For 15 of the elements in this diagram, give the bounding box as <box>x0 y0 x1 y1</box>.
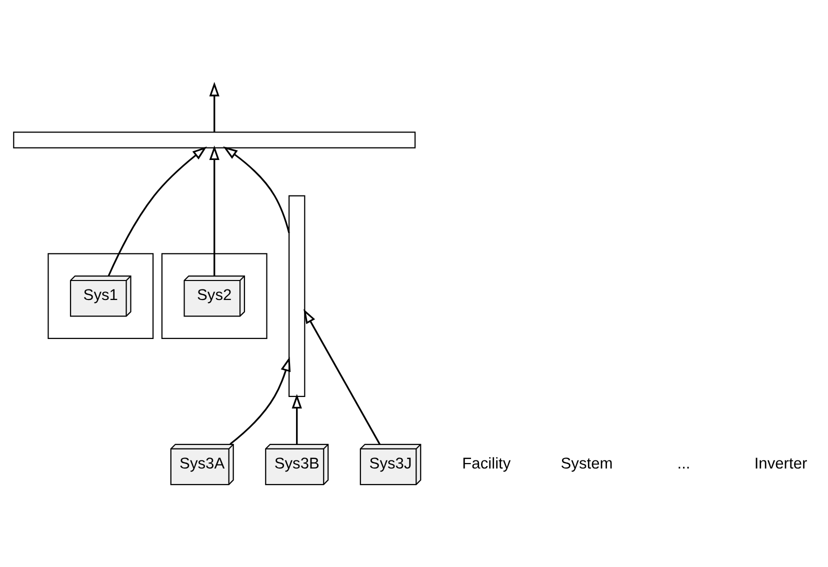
cluster <box>47 252 154 339</box>
cluster <box>160 252 267 339</box>
label: Inverter <box>754 455 807 472</box>
label: System <box>560 455 612 472</box>
arrow <box>208 145 219 276</box>
arrow <box>208 81 219 132</box>
arrow <box>303 308 380 444</box>
label: ... <box>676 455 690 472</box>
arrow <box>229 356 290 444</box>
arrow <box>291 394 302 444</box>
node-bar <box>288 194 305 397</box>
node-bar <box>12 131 416 148</box>
arrow <box>222 146 290 233</box>
arrow <box>107 146 206 276</box>
label: Facility <box>462 455 510 472</box>
